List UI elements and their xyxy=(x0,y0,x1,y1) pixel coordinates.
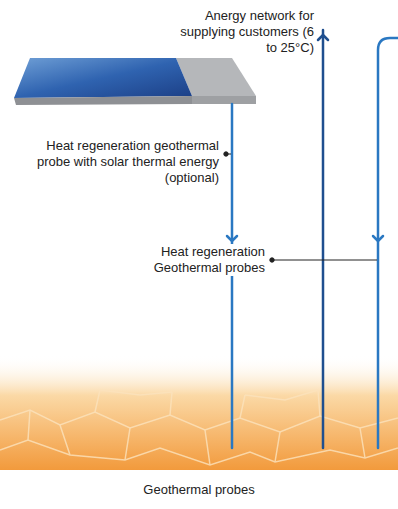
probe-label: Heat regeneration Geothermal probes xyxy=(135,244,267,276)
regeneration-probe-pipe xyxy=(378,38,398,448)
anergy-network-pipe xyxy=(322,30,325,448)
network-label: Anergy network for supplying customers (… xyxy=(172,8,316,56)
caption: Geothermal probes xyxy=(143,482,254,498)
solar-probe-pipe xyxy=(231,104,234,448)
probes xyxy=(227,30,398,448)
ground xyxy=(0,355,398,470)
solar-probe-label: Heat regeneration geothermal probe with … xyxy=(17,138,221,186)
ground-texture xyxy=(0,390,398,465)
solar-collector xyxy=(14,58,256,105)
